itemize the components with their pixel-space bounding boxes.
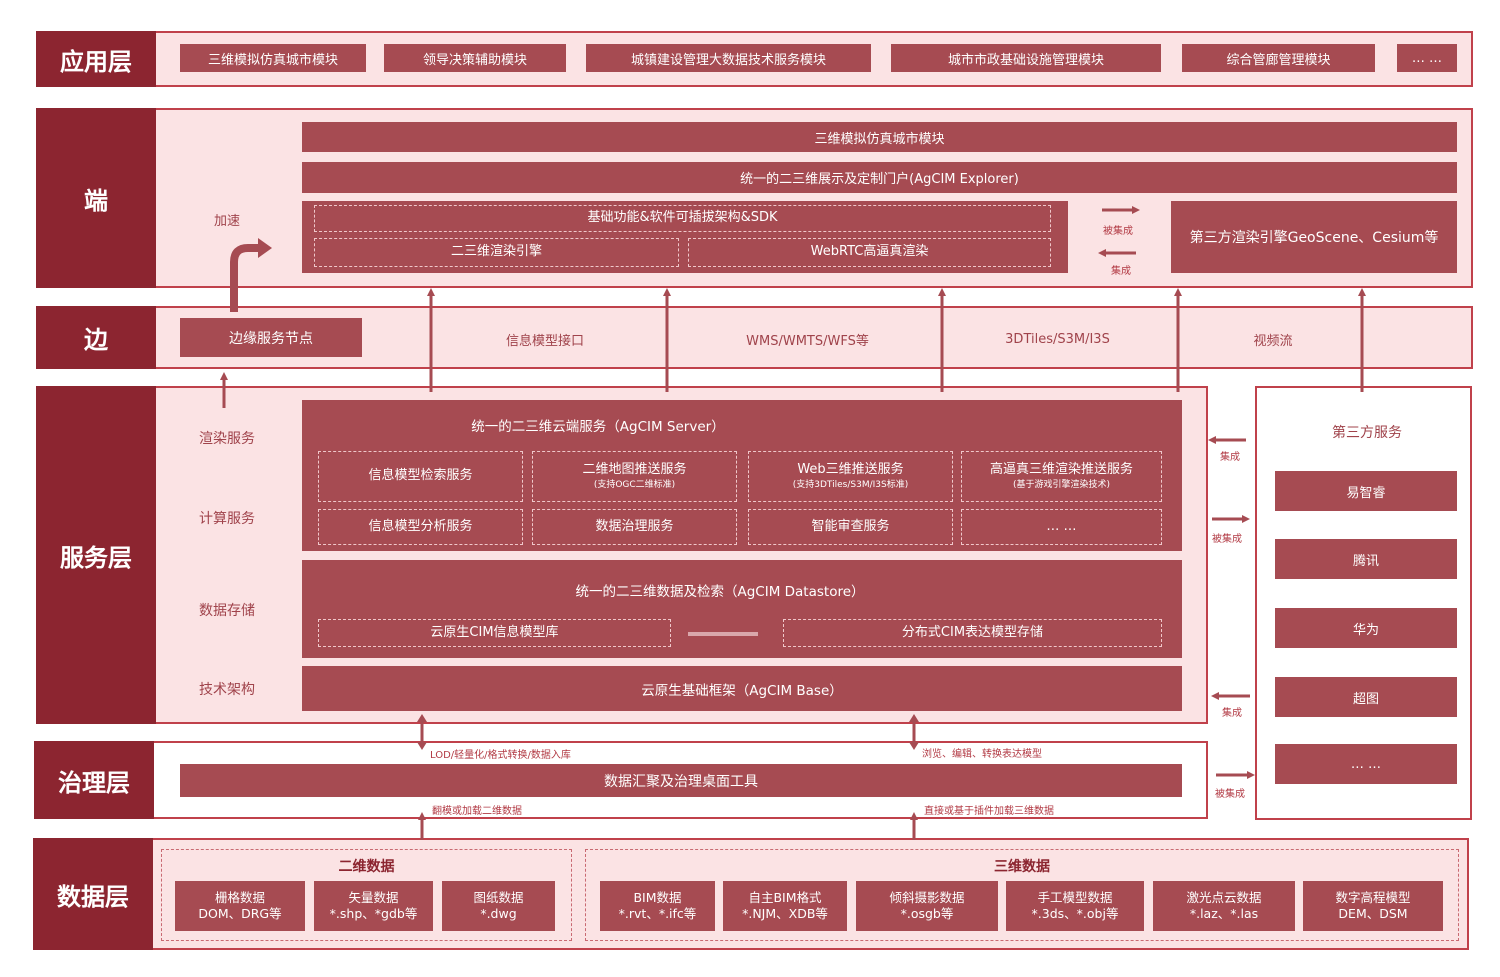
sdk-box[interactable]: 基础功能&软件可插拔架构&SDK (314, 205, 1051, 232)
data-2d-raster-name: 栅格数据 (214, 890, 265, 906)
third-party-item-2[interactable]: 腾讯 (1275, 539, 1457, 579)
gov-arrow-left-label: LOD/轻量化/格式转换/数据入库 (430, 750, 571, 761)
data-3d-manual[interactable]: 手工模型数据 *.3ds、*.obj等 (1006, 881, 1144, 931)
end-integrated-by-label: 被集成 (1103, 226, 1133, 237)
svc-more[interactable]: … … (961, 509, 1162, 545)
data-3d-dem-name: 数字高程模型 (1335, 890, 1411, 906)
end-layer-label: 端 (36, 108, 156, 288)
svc-hifi-render-push-title: 高逼真三维渲染推送服务 (989, 461, 1133, 477)
data-2d-raster[interactable]: 栅格数据 DOM、DRG等 (175, 881, 305, 931)
side-label-architecture: 技术架构 (199, 682, 255, 698)
svc-integrated-by-label-2: 被集成 (1215, 789, 1245, 800)
data-3d-dem[interactable]: 数字高程模型 DEM、DSM (1303, 881, 1443, 931)
data-2d-group (161, 849, 572, 941)
data-3d-group (585, 849, 1459, 941)
app-module-1[interactable]: 三维模拟仿真城市模块 (180, 44, 366, 72)
edge-service-node[interactable]: 边缘服务节点 (180, 318, 362, 357)
svc-web3d-push-title: Web三维推送服务 (797, 461, 904, 477)
app-module-4[interactable]: 城市市政基础设施管理模块 (891, 44, 1161, 72)
side-label-compute: 计算服务 (199, 511, 255, 527)
svc-web3d-push[interactable]: Web三维推送服务 (支持3DTiles/S3M/I3S标准) (748, 451, 953, 502)
data-3d-dem-detail: DEM、DSM (1338, 906, 1408, 921)
data-2d-raster-detail: DOM、DRG等 (198, 906, 282, 921)
data-3d-lidar-detail: *.laz、*.las (1189, 906, 1259, 921)
data-3d-own-bim[interactable]: 自主BIM格式 *.NJM、XDB等 (723, 881, 847, 931)
svc-integrate-label-2: 集成 (1222, 708, 1242, 719)
side-label-storage: 数据存储 (199, 603, 255, 619)
third-party-item-1[interactable]: 易智睿 (1275, 471, 1457, 511)
third-party-render-engine[interactable]: 第三方渲染引擎GeoScene、Cesium等 (1171, 201, 1457, 273)
data-3d-bim-name: BIM数据 (633, 890, 682, 906)
data-3d-bim-detail: *.rvt、*.ifc等 (618, 906, 697, 921)
data-2d-title: 二维数据 (338, 859, 395, 875)
svc-2d-map-push-sub: (支持OGC二维标准) (593, 480, 676, 490)
app-layer-label: 应用层 (36, 31, 156, 87)
data-2d-vector[interactable]: 矢量数据 *.shp、*gdb等 (314, 881, 433, 931)
data-3d-bim[interactable]: BIM数据 *.rvt、*.ifc等 (600, 881, 715, 931)
cim-model-library[interactable]: 云原生CIM信息模型库 (318, 619, 671, 647)
app-module-5[interactable]: 综合管廊管理模块 (1182, 44, 1375, 72)
app-module-2[interactable]: 领导决策辅助模块 (384, 44, 566, 72)
svc-hifi-render-push[interactable]: 高逼真三维渲染推送服务 (基于游戏引擎渲染技术) (961, 451, 1162, 502)
data-3d-oblique-name: 倾斜摄影数据 (889, 890, 965, 906)
app-module-more[interactable]: … … (1397, 44, 1457, 72)
accelerate-label: 加速 (214, 214, 241, 229)
edge-item-3dtiles: 3DTiles/S3M/I3S (1005, 331, 1110, 347)
svc-smart-review[interactable]: 智能审查服务 (748, 509, 953, 545)
data-3d-manual-detail: *.3ds、*.obj等 (1031, 906, 1119, 921)
data-3d-manual-name: 手工模型数据 (1037, 890, 1113, 906)
data-2d-drawing-detail: *.dwg (480, 906, 517, 921)
distributed-cim-storage[interactable]: 分布式CIM表达模型存储 (783, 619, 1162, 647)
data-2d-drawing-name: 图纸数据 (473, 890, 524, 906)
governance-desktop-tool[interactable]: 数据汇聚及治理桌面工具 (180, 764, 1182, 797)
data-layer-label: 数据层 (33, 838, 153, 950)
edge-item-wms: WMS/WMTS/WFS等 (746, 333, 869, 349)
governance-layer-label: 治理层 (34, 741, 154, 819)
end-inner-container (302, 201, 1068, 273)
svc-data-governance[interactable]: 数据治理服务 (532, 509, 737, 545)
third-party-item-more[interactable]: … … (1275, 744, 1457, 784)
svc-integrate-label-1: 集成 (1220, 452, 1240, 463)
data-2d-vector-name: 矢量数据 (348, 890, 399, 906)
svc-2d-map-push[interactable]: 二维地图推送服务 (支持OGC二维标准) (532, 451, 737, 502)
end-integrate-label: 集成 (1111, 266, 1131, 277)
data-3d-oblique-detail: *.osgb等 (900, 906, 954, 921)
gov-bottom-right-label: 直接或基于插件加载三维数据 (924, 806, 1054, 817)
gov-bottom-left-label: 翻模或加载二维数据 (432, 806, 522, 817)
third-party-item-3[interactable]: 华为 (1275, 608, 1457, 648)
svc-2d-map-push-title: 二维地图推送服务 (582, 461, 687, 477)
agcim-datastore-container (302, 560, 1182, 658)
webrtc-box[interactable]: WebRTC高逼真渲染 (688, 238, 1051, 267)
data-3d-oblique[interactable]: 倾斜摄影数据 *.osgb等 (856, 881, 998, 931)
agcim-datastore-title: 统一的二三维数据及检索（AgCIM Datastore） (575, 584, 865, 600)
svc-web3d-push-sub: (支持3DTiles/S3M/I3S标准) (792, 480, 909, 490)
data-3d-lidar[interactable]: 激光点云数据 *.laz、*.las (1153, 881, 1295, 931)
edge-item-video-stream: 视频流 (1253, 333, 1293, 349)
data-2d-vector-detail: *.shp、*gdb等 (329, 906, 418, 921)
data-3d-lidar-name: 激光点云数据 (1186, 890, 1262, 906)
data-3d-own-bim-detail: *.NJM、XDB等 (742, 906, 828, 921)
edge-item-model-interface: 信息模型接口 (505, 333, 584, 349)
third-party-item-4[interactable]: 超图 (1275, 677, 1457, 717)
end-row-module[interactable]: 三维模拟仿真城市模块 (302, 122, 1457, 152)
side-label-render: 渲染服务 (199, 431, 255, 447)
svc-hifi-render-push-sub: (基于游戏引擎渲染技术) (1012, 480, 1111, 490)
service-layer-label: 服务层 (36, 386, 156, 724)
agcim-server-title: 统一的二三维云端服务（AgCIM Server） (471, 419, 725, 435)
data-3d-own-bim-name: 自主BIM格式 (748, 890, 822, 906)
data-3d-title: 三维数据 (994, 859, 1050, 875)
agcim-explorer[interactable]: 统一的二三维展示及定制门户(AgCIM Explorer) (302, 162, 1457, 193)
data-2d-drawing[interactable]: 图纸数据 *.dwg (442, 881, 555, 931)
app-module-3[interactable]: 城镇建设管理大数据技术服务模块 (586, 44, 871, 72)
svc-model-analysis[interactable]: 信息模型分析服务 (318, 509, 523, 545)
agcim-base[interactable]: 云原生基础框架（AgCIM Base） (302, 666, 1182, 711)
third-party-title: 第三方服务 (1332, 425, 1402, 441)
svc-model-search[interactable]: 信息模型检索服务 (318, 451, 523, 502)
agcim-server-container (302, 400, 1182, 551)
gov-arrow-right-label: 浏览、编辑、转换表达模型 (922, 749, 1042, 760)
svc-integrated-by-label-1: 被集成 (1212, 534, 1242, 545)
render-engine-box[interactable]: 二三维渲染引擎 (314, 238, 679, 267)
edge-layer-label: 边 (36, 306, 156, 369)
